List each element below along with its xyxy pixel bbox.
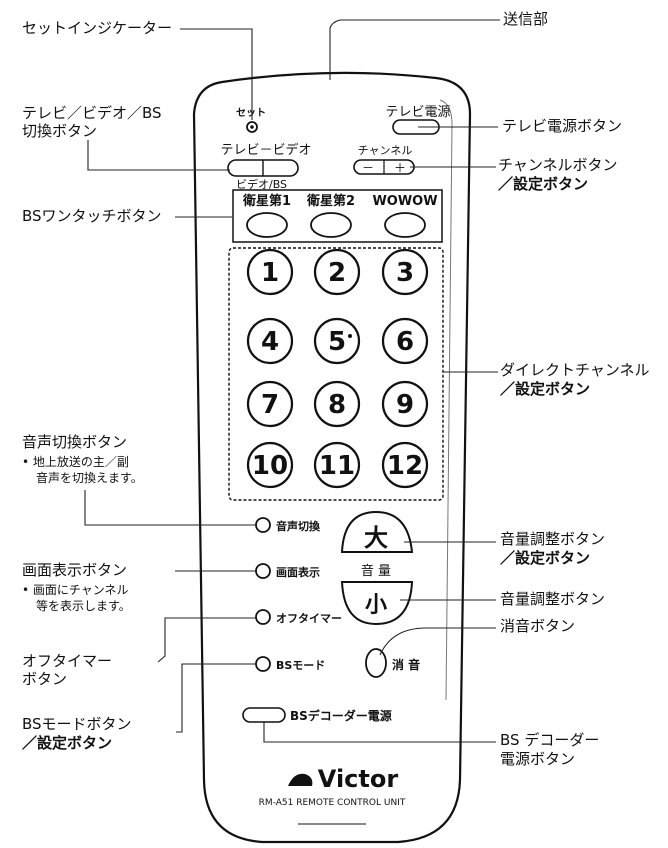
set-indicator-led-dot [250, 125, 254, 129]
callout-tv-power: テレビ電源ボタン [502, 117, 623, 135]
victor-logo-icon [288, 773, 313, 786]
number-button-8[interactable] [313, 380, 361, 428]
tactile-dot-icon [348, 334, 352, 338]
number-label-7: 7 [261, 390, 279, 420]
tv-power-label: テレビ電源 [385, 105, 450, 120]
callout-bs-mode-line1: BSモードボタン [22, 715, 132, 733]
mute-button[interactable] [365, 648, 387, 678]
number-label-10: 10 [252, 451, 288, 481]
callout-audio-switch: 音声切換ボタン [22, 433, 128, 451]
callout-tv-video-bs-line2: 切換ボタン [22, 122, 98, 140]
leader-lines [84, 19, 500, 743]
callout-set-indicator: セットインジケーター [22, 19, 173, 37]
callout-audio-switch-note2: 音声を切換えます。 [36, 471, 143, 485]
number-button-1[interactable] [246, 248, 294, 296]
audio-switch-label: 音声切換 [276, 519, 321, 533]
callout-volume-set-line1: 音量調整ボタン [500, 530, 606, 548]
volume-down-label: 小 [365, 593, 387, 618]
callout-transmitter: 送信部 [503, 10, 549, 28]
number-button-5[interactable] [313, 317, 361, 365]
mute-label: 消 音 [392, 657, 420, 672]
callout-volume-set-line2: ／設定ボタン [500, 549, 591, 567]
callout-bs-decoder-line2: 電源ボタン [500, 750, 576, 768]
model-label: RM-A51 REMOTE CONTROL UNIT [259, 798, 406, 808]
callout-channel-line1: チャンネルボタン [498, 156, 618, 174]
number-button-7[interactable] [246, 380, 294, 428]
bs-mode-button[interactable] [255, 656, 271, 672]
off-timer-button[interactable] [255, 609, 271, 625]
volume-label: 音 量 [361, 563, 391, 579]
number-label-9: 9 [396, 390, 414, 420]
audio-switch-button[interactable] [255, 517, 271, 533]
channel-plus-label: ＋ [394, 161, 406, 175]
volume-up-label: 大 [364, 524, 388, 552]
bs-decoder-power-label: BSデコーダー電源 [290, 708, 392, 723]
number-label-5: 5 [328, 327, 346, 357]
tv-video-label: テレビ－ビデオ [220, 142, 311, 158]
bs-button-label-1: 衛星第1 [242, 193, 291, 209]
bs-button-3[interactable] [384, 212, 426, 238]
number-button-2[interactable] [313, 248, 361, 296]
display-button[interactable] [255, 563, 271, 579]
number-label-12: 12 [387, 451, 423, 481]
number-button-6[interactable] [381, 317, 429, 365]
callout-direct-channel-line2: ／設定ボタン [500, 380, 591, 398]
volume-up-button[interactable] [340, 510, 414, 553]
number-label-11: 11 [319, 451, 355, 481]
callout-display: 画面表示ボタン [22, 561, 128, 579]
callout-bs-decoder-line1: BS デコーダー [500, 731, 600, 749]
callout-volume: 音量調整ボタン [500, 590, 606, 608]
direct-channel-group [228, 247, 444, 501]
number-button-3[interactable] [381, 248, 429, 296]
callout-mute: 消音ボタン [500, 617, 576, 635]
callout-tv-video-bs-line1: テレビ／ビデオ／BS [22, 104, 162, 122]
callout-channel-line2: ／設定ボタン [498, 175, 589, 193]
number-button-10[interactable] [246, 441, 294, 489]
set-indicator-label: セット [236, 107, 266, 119]
number-button-9[interactable] [381, 380, 429, 428]
callout-display-note1: • 画面にチャンネル [22, 583, 129, 597]
bs-button-label-2: 衛星第2 [306, 193, 355, 209]
volume-down-button[interactable] [340, 581, 414, 626]
bs-mode-label: BSモード [276, 659, 325, 672]
bs-button-label-3: WOWOW [372, 194, 437, 209]
bs-button-2[interactable] [310, 212, 352, 238]
number-label-3: 3 [396, 258, 414, 288]
number-label-6: 6 [396, 327, 414, 357]
number-label-8: 8 [328, 390, 346, 420]
bs-button-1[interactable] [246, 212, 288, 238]
channel-label: チャンネル [358, 144, 413, 157]
callout-bs-mode-line2: ／設定ボタン [22, 734, 113, 752]
callout-display-note2: 等を表示します。 [36, 599, 131, 613]
video-bs-label: ビデオ/BS [236, 177, 287, 191]
number-button-11[interactable] [313, 441, 361, 489]
bs-decoder-power-button[interactable] [242, 707, 286, 723]
callout-direct-channel-line1: ダイレクトチャンネル [500, 361, 650, 379]
callout-off-timer-line2: ボタン [22, 670, 68, 688]
display-label: 画面表示 [276, 565, 320, 579]
number-button-4[interactable] [246, 317, 294, 365]
off-timer-label: オフタイマー [276, 612, 342, 625]
number-label-4: 4 [261, 327, 279, 357]
number-button-12[interactable] [381, 441, 429, 489]
callout-bs-one-touch: BSワンタッチボタン [22, 207, 162, 225]
callout-off-timer-line1: オフタイマー [22, 652, 113, 670]
callout-audio-switch-note1: • 地上放送の主／副 [22, 455, 129, 469]
remote-inner-edge [439, 99, 453, 701]
number-label-2: 2 [328, 258, 346, 288]
number-label-1: 1 [261, 258, 279, 288]
channel-minus-label: － [362, 161, 374, 175]
brand-name: Victor [318, 765, 399, 793]
